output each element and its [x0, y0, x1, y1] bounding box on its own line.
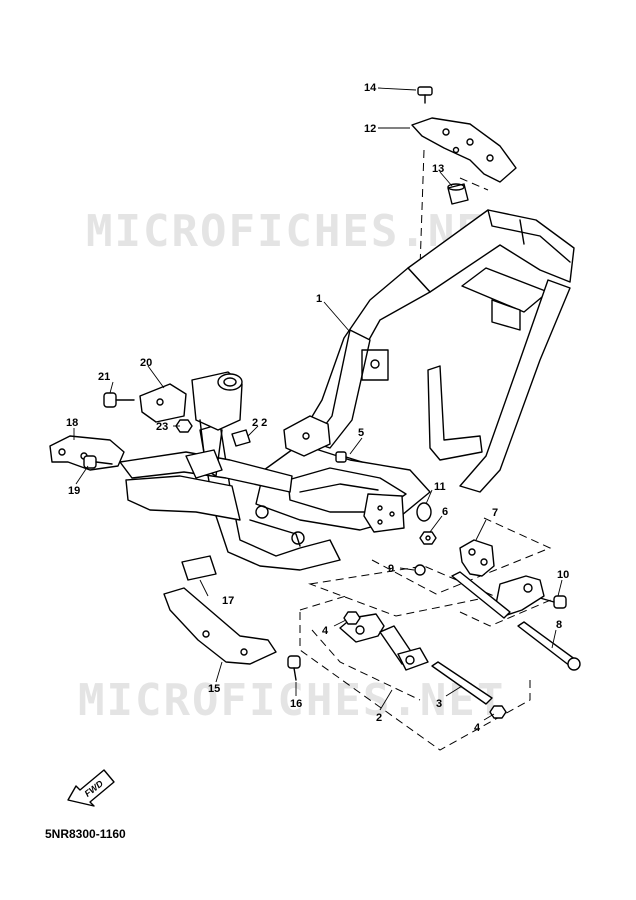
leader-10	[557, 579, 563, 597]
part-21-bolt	[103, 392, 135, 408]
leader-17	[199, 579, 209, 597]
part-7-bracket	[459, 539, 495, 577]
leader-2	[379, 689, 393, 711]
leader-21	[109, 381, 114, 394]
callout-11: 11	[434, 481, 446, 493]
dash-12-frame	[419, 149, 425, 269]
callout-20: 20	[140, 357, 152, 369]
part-16-bolt	[287, 655, 301, 681]
part-18-bracket	[49, 435, 125, 471]
callout-15: 15	[208, 683, 220, 695]
watermark-bottom: MICROFICHES.NET	[78, 675, 505, 726]
leader-11	[425, 489, 433, 505]
leader-3	[445, 685, 463, 697]
part-6-nut	[419, 531, 437, 545]
part-10-bolt	[539, 595, 567, 609]
leader-1	[323, 301, 351, 333]
callout-13: 13	[432, 163, 444, 175]
callout-2: 2	[376, 712, 382, 724]
part-22-clamp	[231, 429, 251, 447]
part-5-bolt	[335, 451, 363, 463]
part-20-bracket	[139, 383, 187, 423]
callout-8: 8	[556, 619, 562, 631]
leader-4a	[333, 619, 347, 627]
leader-20	[147, 365, 165, 389]
part-9-washer	[414, 564, 426, 576]
callout-21: 21	[98, 371, 110, 383]
part-13-rubber	[447, 183, 469, 205]
headstock	[185, 371, 243, 479]
callout-10: 10	[557, 569, 569, 581]
document-number: 5NR8300-1160	[45, 827, 126, 841]
part-12-bracket	[411, 117, 517, 183]
part-15-cover	[163, 587, 277, 665]
callout-23: 23	[156, 421, 168, 433]
leader-5	[349, 437, 363, 455]
callout-6: 6	[442, 506, 448, 518]
callout-1: 1	[316, 293, 322, 305]
part-14-bolt	[417, 86, 433, 104]
leader-7	[475, 519, 487, 541]
callout-19: 19	[68, 485, 80, 497]
part-17-pad	[181, 555, 217, 581]
part-19-bolt	[83, 455, 113, 469]
leader-9	[399, 567, 415, 571]
callout-12: 12	[364, 123, 376, 135]
callout-14: 14	[364, 82, 377, 94]
leader-6	[429, 515, 443, 533]
part-3-link	[339, 613, 493, 705]
part-7-shaft	[451, 571, 511, 619]
leader-14	[377, 87, 417, 91]
callout-5: 5	[358, 427, 364, 439]
callout-4b: 4	[474, 722, 481, 734]
part-4-nut-b	[489, 705, 507, 719]
part-4-nut-a	[343, 611, 361, 625]
dashed-group-7	[371, 517, 561, 627]
leader-8	[551, 629, 557, 649]
leader-15	[215, 661, 223, 683]
part-8-shaft	[517, 621, 581, 671]
leader-22	[247, 425, 259, 437]
fwd-arrow-icon: FWD	[67, 769, 115, 807]
part-11-rubber	[416, 502, 432, 522]
dash-13	[459, 177, 489, 191]
callout-4a: 4	[322, 625, 329, 637]
part-1-frame	[119, 209, 575, 571]
leader-4b	[483, 713, 495, 721]
callout-9: 9	[388, 563, 394, 575]
callout-18: 18	[66, 417, 78, 429]
callout-16: 16	[290, 698, 302, 710]
dashed-group-2	[299, 565, 531, 751]
leader-13	[439, 171, 453, 187]
callout-17: 17	[222, 595, 234, 607]
callout-22: 2 2	[252, 417, 267, 429]
leader-19	[75, 465, 89, 485]
callout-7: 7	[492, 507, 498, 519]
callout-3: 3	[436, 698, 442, 710]
